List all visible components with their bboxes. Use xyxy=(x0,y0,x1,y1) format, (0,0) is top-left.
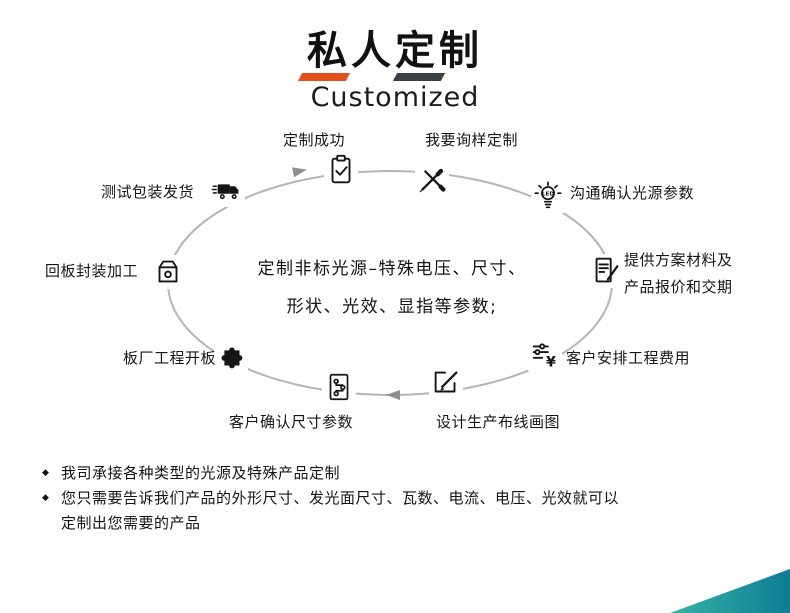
flow-arrow-top-icon xyxy=(292,167,307,178)
quote-document-icon xyxy=(589,254,623,288)
note-line-1: ◆ 我司承接各种类型的光源及特殊产品定制 xyxy=(42,461,619,486)
node-label-fee: 客户安排工程费用 xyxy=(566,349,691,367)
diagram-center-text: 定制非标光源–特殊电压、尺寸、 形状、光效、显指等参数; xyxy=(0,250,784,326)
center-text-line2: 形状、光效、显指等参数; xyxy=(286,297,498,317)
note-line-2: ◆ 您只需要告诉我们产品的外形尺寸、发光面尺寸、瓦数、电流、电压、光效就可以 xyxy=(42,486,619,511)
note-line-3: 定制出您需要的产品 xyxy=(42,511,619,536)
page-subtitle: Customized xyxy=(310,82,480,113)
node-label-light-params: 沟通确认光源参数 xyxy=(570,184,695,202)
led-bulb-icon: LED xyxy=(531,179,565,213)
design-pencil-icon xyxy=(429,366,463,400)
node-label-design: 设计生产布线画图 xyxy=(436,413,561,431)
node-label-confirm-size: 客户确认尺寸参数 xyxy=(229,413,354,431)
note-text: 您只需要告诉我们产品的外形尺寸、发光面尺寸、瓦数、电流、电压、光效就可以 xyxy=(61,489,620,507)
node-label-board-factory: 板厂工程开板 xyxy=(123,349,217,367)
diamond-bullet-icon: ◆ xyxy=(42,493,50,503)
flow-arrow-bottom-icon xyxy=(386,390,400,400)
puzzle-icon xyxy=(214,340,248,374)
truck-icon xyxy=(211,173,245,207)
note-text: 定制出您需要的产品 xyxy=(61,514,201,532)
svg-text:¥: ¥ xyxy=(546,354,556,370)
fee-list-icon: ¥ xyxy=(528,337,562,371)
package-box-icon xyxy=(151,255,185,289)
page-title: 私人定制 xyxy=(307,28,483,74)
center-text-line1: 定制非标光源–特殊电压、尺寸、 xyxy=(257,259,527,279)
note-text: 我司承接各种类型的光源及特殊产品定制 xyxy=(61,464,341,482)
notes-section: ◆ 我司承接各种类型的光源及特殊产品定制 ◆ 您只需要告诉我们产品的外形尺寸、发… xyxy=(42,461,619,536)
corner-ribbon xyxy=(670,569,790,613)
node-label-packaging: 回板封装加工 xyxy=(45,262,139,280)
node-label-inquiry: 我要询样定制 xyxy=(425,131,519,149)
size-document-icon xyxy=(322,370,356,404)
tools-icon xyxy=(415,163,449,197)
node-label-success: 定制成功 xyxy=(283,131,346,149)
svg-text:LED: LED xyxy=(542,192,554,198)
diamond-bullet-icon: ◆ xyxy=(42,468,50,478)
node-label-shipping: 测试包装发货 xyxy=(101,183,195,201)
node-label-quote: 提供方案材料及产品报价和交期 xyxy=(624,251,733,296)
clipboard-check-icon xyxy=(324,153,358,187)
